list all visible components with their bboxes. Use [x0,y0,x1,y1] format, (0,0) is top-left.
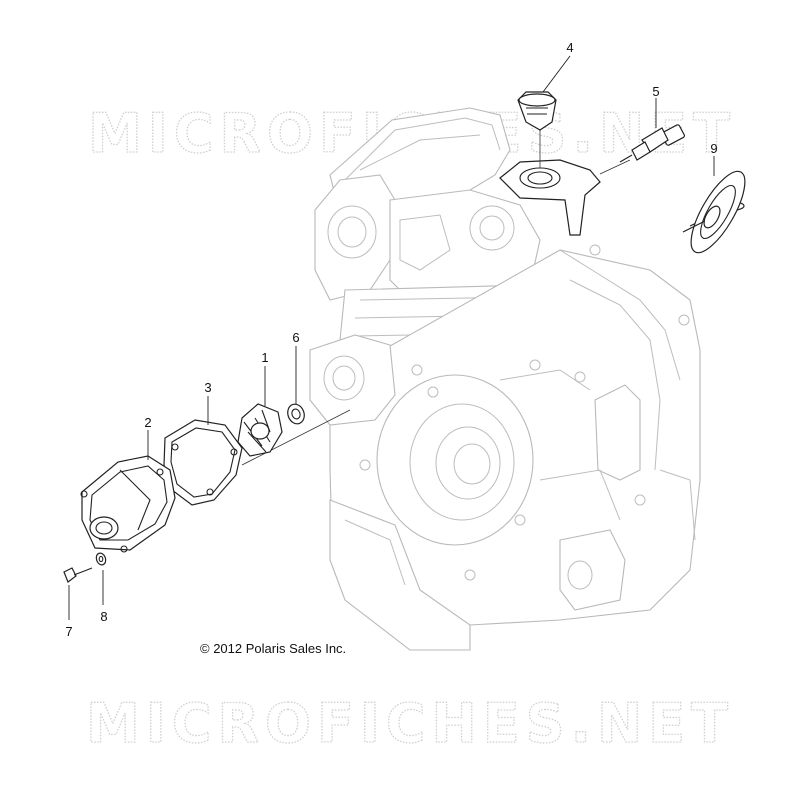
leader-lines [68,55,715,620]
callout-6[interactable]: 6 [292,330,299,345]
watermark-bottom: MICROFICHES.NET [86,692,734,755]
assembly-axis-line [241,409,351,466]
callout-8[interactable]: 8 [100,609,107,624]
callout-1[interactable]: 1 [261,350,268,365]
callout-3[interactable]: 3 [204,380,211,395]
callout-labels: 1 2 3 4 5 6 7 8 9 [65,40,717,639]
engine-block [309,107,701,651]
water-pump-shaft-part-9[interactable] [681,164,755,260]
water-pump-cover-part-2[interactable] [80,455,176,553]
gasket-part-3[interactable] [163,419,243,506]
bolt-part-7[interactable] [63,567,93,583]
impeller-part-1[interactable] [237,403,283,457]
callout-7[interactable]: 7 [65,624,72,639]
callout-5[interactable]: 5 [652,84,659,99]
thermostat-housing [499,128,631,236]
temperature-sensor-part-5[interactable] [619,124,686,163]
callout-4[interactable]: 4 [566,40,573,55]
washer-part-8[interactable] [95,552,108,566]
callout-2[interactable]: 2 [144,415,151,430]
copyright-text: © 2012 Polaris Sales Inc. [200,641,347,656]
seal-part-6[interactable] [285,402,307,426]
thermostat-part-4[interactable] [517,91,557,131]
callout-9[interactable]: 9 [710,141,717,156]
